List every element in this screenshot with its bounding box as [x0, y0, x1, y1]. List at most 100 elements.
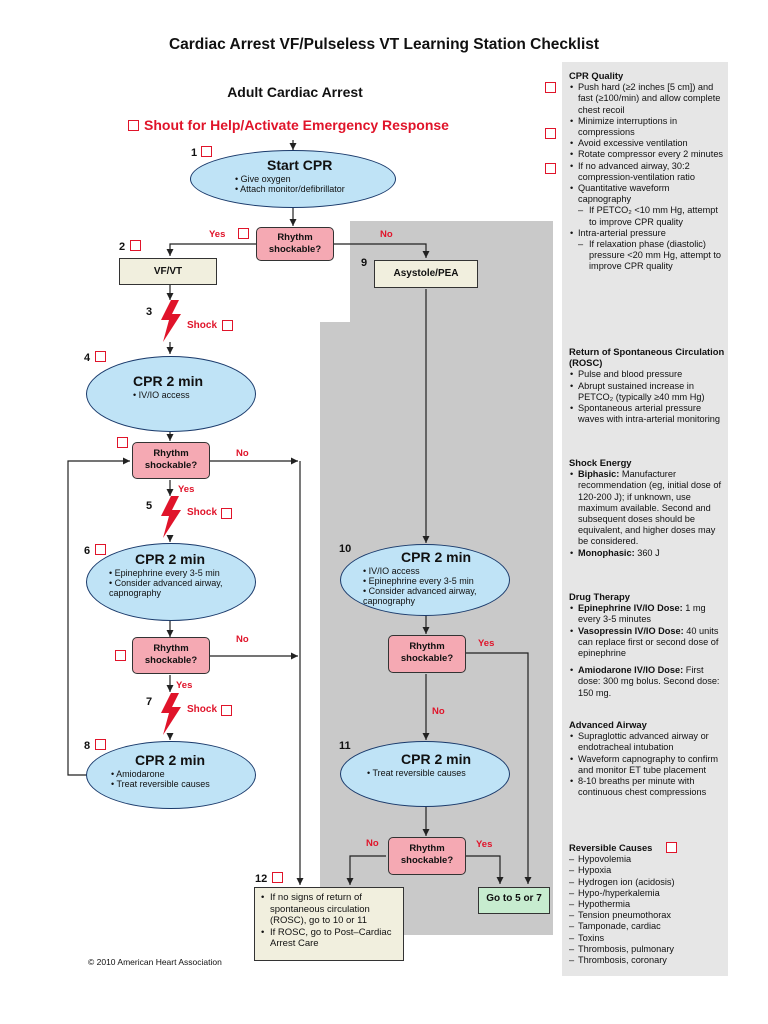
rhythm-shockable-4: Rhythm shockable?	[388, 635, 466, 673]
start-cpr-item: Give oxygen	[235, 174, 395, 184]
cpr-list-11: Treat reversible causes	[367, 768, 509, 778]
step-number-2: 2	[119, 241, 126, 253]
item-text: 1 mg every 3-5 minutes	[578, 603, 706, 625]
item-bold: Amiodarone IV/IO Dose:	[578, 665, 684, 676]
no-label-1: No	[380, 229, 393, 240]
checkbox-step-6[interactable]	[95, 544, 106, 555]
cpr-quality-item: Push hard (≥2 inches [5 cm]) and fast (≥…	[569, 82, 725, 116]
rhythm-shockable-3: Rhythm shockable?	[132, 637, 210, 674]
checkbox-reversible-causes[interactable]	[666, 842, 677, 853]
shock-energy-item: Monophasic: 360 J	[569, 548, 725, 559]
cpr-item: Epinephrine every 3-5 min	[363, 576, 493, 586]
end-box-12: If no signs of return of spontaneous cir…	[254, 887, 404, 961]
no-label-4: No	[432, 706, 445, 717]
airway-item: 8-10 breaths per minute with continuous …	[569, 776, 725, 798]
flow-connectors	[67, 140, 532, 885]
cpr-quality-item: Rotate compressor every 2 minutes	[569, 149, 725, 160]
step-number-9: 9	[361, 257, 368, 269]
drug-item: Epinephrine IV/IO Dose: 1 mg every 3-5 m…	[569, 603, 725, 625]
yes-label-4: Yes	[478, 638, 495, 649]
checkbox-shock-3[interactable]	[222, 320, 233, 331]
cpr-list-10: IV/IO access Epinephrine every 3-5 min C…	[363, 566, 493, 606]
item-bold: Biphasic:	[578, 469, 620, 480]
algorithm-subtitle: Adult Cardiac Arrest	[227, 84, 363, 100]
cpr-title-11: CPR 2 min	[401, 751, 472, 767]
item-bold: Epinephrine IV/IO Dose:	[578, 603, 683, 614]
airway-item: Supraglottic advanced airway or endotrac…	[569, 731, 725, 753]
cause-item: Hypothermia	[569, 899, 725, 910]
item-text: Manufacturer recommendation (eg, initial…	[578, 469, 721, 547]
cpr-item: Epinephrine every 3-5 min	[109, 568, 237, 578]
checkbox-step-4[interactable]	[95, 351, 106, 362]
cpr-node-6: CPR 2 min Epinephrine every 3-5 min Cons…	[86, 543, 256, 621]
cpr-node-8: CPR 2 min Amiodarone Treat reversible ca…	[86, 741, 256, 809]
start-cpr-list: Give oxygen Attach monitor/defibrillator	[235, 174, 395, 194]
no-label-5: No	[366, 838, 379, 849]
no-label-2: No	[236, 448, 249, 459]
checkbox-step-2[interactable]	[130, 240, 141, 251]
checkbox-shock-7[interactable]	[221, 705, 232, 716]
drug-therapy-heading: Drug Therapy	[569, 591, 630, 602]
item-text: 360 J	[634, 547, 660, 558]
rosc-item: Spontaneous arterial pressure waves with…	[569, 403, 725, 425]
drug-item: Vasopressin IV/IO Dose: 40 units can rep…	[569, 626, 725, 660]
cause-item: Toxins	[569, 933, 725, 944]
rosc-item: Pulse and blood pressure	[569, 369, 725, 380]
cpr-title-8: CPR 2 min	[135, 752, 206, 768]
cpr-list-4: IV/IO access	[133, 390, 255, 400]
checkbox-cpr-quality-1[interactable]	[545, 82, 556, 93]
checkbox-step-12[interactable]	[272, 872, 283, 883]
advanced-airway-section: Advanced Airway Supraglottic advanced ai…	[569, 719, 725, 798]
shock-energy-item: Biphasic: Manufacturer recommendation (e…	[569, 469, 725, 547]
cpr-quality-heading: CPR Quality	[569, 70, 624, 81]
drug-item: Amiodarone IV/IO Dose: First dose: 300 m…	[569, 665, 725, 699]
shout-for-help: Shout for Help/Activate Emergency Respon…	[144, 117, 449, 133]
checkbox-rhythm-2[interactable]	[117, 437, 128, 448]
rosc-item: Abrupt sustained increase in PETCO₂ (typ…	[569, 381, 725, 403]
start-cpr-item: Attach monitor/defibrillator	[235, 184, 395, 194]
checkbox-shout[interactable]	[128, 120, 139, 131]
cpr-item: IV/IO access	[133, 390, 255, 400]
checkbox-rhythm-3[interactable]	[115, 650, 126, 661]
reversible-causes-heading: Reversible Causes	[569, 842, 653, 853]
checkbox-shock-5[interactable]	[221, 508, 232, 519]
cpr-title-6: CPR 2 min	[135, 551, 206, 567]
cpr-quality-item: Minimize interruptions in compressions	[569, 116, 725, 138]
shock-label-7: Shock	[187, 704, 218, 715]
step-number-3: 3	[146, 306, 153, 318]
vfvt-box: VF/VT	[119, 258, 217, 285]
step-number-5: 5	[146, 500, 153, 512]
checkbox-yes-1[interactable]	[238, 228, 249, 239]
step-number-11: 11	[339, 740, 351, 752]
shock-label-5: Shock	[187, 507, 218, 518]
cause-item: Thrombosis, pulmonary	[569, 944, 725, 955]
cpr-quality-subitem: If relaxation phase (diastolic) pressure…	[569, 239, 725, 273]
cpr-quality-section: CPR Quality Push hard (≥2 inches [5 cm])…	[569, 70, 725, 273]
yes-label-5: Yes	[476, 839, 493, 850]
cause-item: Hydrogen ion (acidosis)	[569, 877, 725, 888]
page-title: Cardiac Arrest VF/Pulseless VT Learning …	[168, 36, 600, 53]
checkbox-step-8[interactable]	[95, 739, 106, 750]
checkbox-step-1[interactable]	[201, 146, 212, 157]
item-text: 40 units can replace first or second dos…	[578, 625, 719, 659]
shock-bolt-icon	[161, 496, 181, 538]
cpr-list-6: Epinephrine every 3-5 min Consider advan…	[109, 568, 237, 598]
end-item: If ROSC, go to Post–Cardiac Arrest Care	[261, 927, 397, 950]
checkbox-cpr-quality-2[interactable]	[545, 128, 556, 139]
cause-item: Tension pneumothorax	[569, 910, 725, 921]
step-number-8: 8	[84, 740, 91, 752]
cpr-item: Treat reversible causes	[367, 768, 509, 778]
asystole-panel-ext	[320, 322, 360, 935]
item-text: First dose: 300 mg bolus. Second dose: 1…	[578, 665, 720, 698]
cpr-title-10: CPR 2 min	[401, 549, 472, 565]
step-number-1: 1	[191, 147, 198, 159]
drug-therapy-section: Drug Therapy Epinephrine IV/IO Dose: 1 m…	[569, 591, 725, 699]
rosc-heading: Return of Spontaneous Circulation (ROSC)	[569, 346, 725, 369]
checkbox-cpr-quality-3[interactable]	[545, 163, 556, 174]
cpr-item: Consider advanced airway, capnography	[363, 586, 493, 606]
step-number-7: 7	[146, 696, 153, 708]
end-item: If no signs of return of spontaneous cir…	[261, 892, 397, 927]
shock-energy-heading: Shock Energy	[569, 457, 632, 468]
cpr-node-10: CPR 2 min IV/IO access Epinephrine every…	[340, 544, 510, 616]
yes-label-3: Yes	[176, 680, 193, 691]
